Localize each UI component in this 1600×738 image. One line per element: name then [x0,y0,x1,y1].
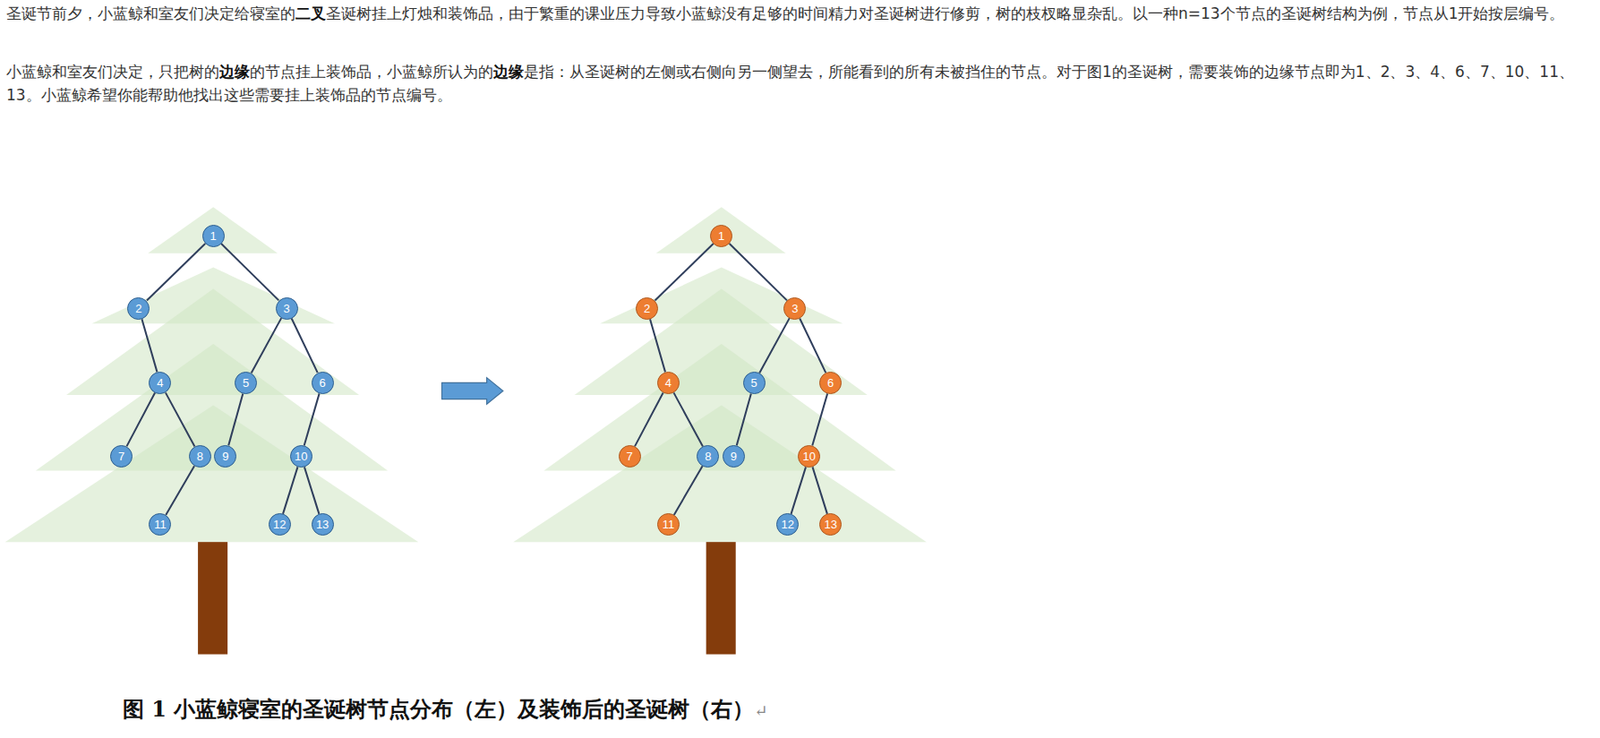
node-number: 11 [662,518,676,531]
tree-branch [165,465,195,515]
tree-node: 5 [743,371,766,394]
tree-node: 3 [783,297,806,320]
tree-branch [673,392,703,446]
tree-branch [791,466,806,514]
tree-branch [141,318,157,372]
node-number: 12 [781,518,795,531]
tree-node: 7 [618,444,642,468]
tree-branch [304,466,319,514]
node-number: 10 [294,450,308,463]
node-number: 4 [156,376,163,389]
tree-node: 6 [311,371,334,394]
tree-node: 8 [188,444,212,468]
paragraph-mark: ↵ [753,701,768,720]
tree-node: 6 [819,371,842,394]
node-number: 5 [242,376,249,389]
tree-branch [228,393,243,445]
tree-layer [513,404,927,542]
tree-branch [729,243,788,300]
tree-node: 2 [127,297,150,320]
node-number: 6 [319,376,326,389]
tree-layer [5,404,420,542]
node-number: 8 [196,450,204,463]
paragraph: 小蓝鲸和室友们决定，只把树的边缘的节点挂上装饰品，小蓝鲸所认为的边缘是指：从圣诞… [6,59,1589,107]
node-number: 3 [791,302,798,315]
bold-text: 二叉 [295,4,326,23]
tree-branch [146,243,206,300]
tree-branch [634,392,664,446]
caption-text: 图 1 小蓝鲸寝室的圣诞树节点分布（左）及装饰后的圣诞树（右） [122,695,754,722]
tree-node: 2 [635,297,659,320]
node-number: 9 [730,450,737,463]
tree-branch [126,392,155,446]
node-number: 1 [210,230,217,242]
block-arrow [441,377,503,405]
tree-node: 9 [722,444,745,468]
node-number: 7 [118,450,125,463]
bold-text: 边缘 [219,62,250,81]
tree-branch [251,317,283,373]
node-number: 2 [135,302,142,315]
tree-branch [799,317,826,373]
tree-branch [282,466,298,514]
node-number: 11 [154,518,167,531]
tree-branch [650,318,666,372]
tree-node: 1 [202,224,225,248]
tree-node: 13 [311,513,334,536]
tree-branch [655,243,714,300]
bold-text: 边缘 [493,62,524,81]
tree-node: 3 [275,297,299,320]
tree-trunk [706,541,736,654]
tree-node: 4 [657,371,680,394]
tree-branch [304,393,320,445]
body-text: 小蓝鲸和室友们决定，只把树的 [6,62,220,81]
tree-node: 5 [234,371,257,394]
node-number: 6 [827,376,834,389]
node-number: 8 [704,450,711,463]
paragraph: 圣诞节前夕，小蓝鲸和室友们决定给寝室的二叉圣诞树挂上灯烛和装饰品，由于繁重的课业… [6,1,1589,26]
tree-node: 10 [797,444,821,468]
tree-branch [812,393,828,445]
tree-branch [736,393,752,445]
right-tree [513,206,927,542]
tree-layer [656,206,787,253]
body-text: 圣诞树挂上灯烛和装饰品，由于繁重的课业压力导致小蓝鲸没有足够的时间精力对圣诞树进… [325,4,1565,23]
tree-node: 12 [268,513,291,536]
node-number: 13 [823,518,837,531]
node-number: 7 [626,450,634,463]
tree-node: 10 [290,444,313,468]
node-number: 13 [316,518,329,531]
tree-trunk [197,541,228,654]
tree-branch [674,465,703,515]
tree-layer [147,206,278,253]
node-number: 4 [665,376,672,389]
node-number: 9 [222,450,229,463]
node-number: 12 [273,518,286,531]
tree-branch [165,392,196,446]
node-number: 1 [718,230,725,242]
node-number: 2 [643,302,651,315]
body-text: 圣诞节前夕，小蓝鲸和室友们决定给寝室的 [6,4,296,23]
node-number: 10 [803,450,816,463]
tree-branch [221,243,279,300]
tree-branch [291,317,318,373]
body-text: 的节点挂上装饰品，小蓝鲸所认为的 [249,62,494,81]
tree-node: 7 [110,444,133,468]
figure-caption: 图 1 小蓝鲸寝室的圣诞树节点分布（左）及装饰后的圣诞树（右）↵ [122,694,769,724]
tree-branch [812,466,827,514]
tree-branch [759,317,790,373]
node-number: 3 [283,302,291,315]
tree-node: 1 [710,224,733,248]
node-number: 5 [751,376,758,389]
left-tree [5,206,420,542]
